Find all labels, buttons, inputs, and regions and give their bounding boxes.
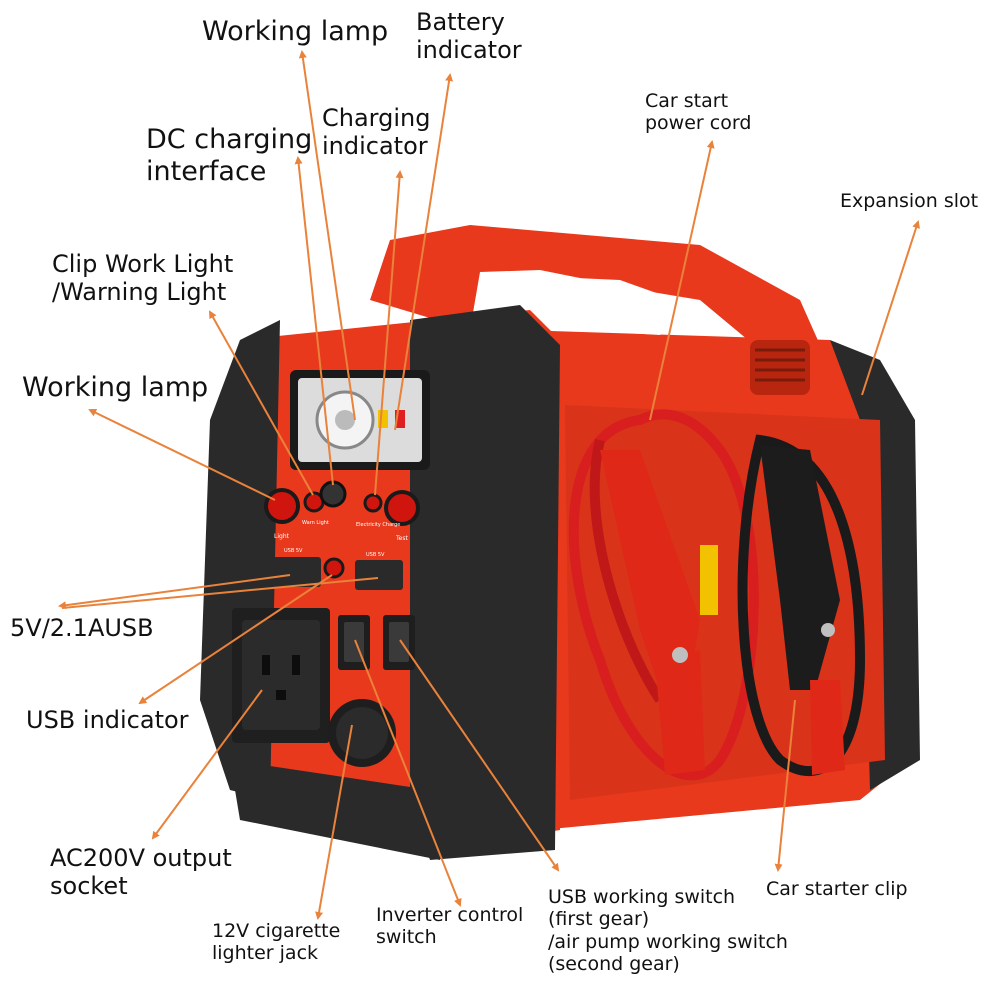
label-usb-indicator: USB indicator	[26, 706, 189, 734]
leader-car-start-cord	[649, 140, 715, 421]
label-clip-work-light: Clip Work Light /Warning Light	[52, 250, 234, 307]
leader-inverter-switch	[354, 639, 462, 907]
test-button[interactable]	[384, 490, 420, 526]
panel-text-test: Test	[395, 535, 408, 542]
leader-clip-work-light	[209, 310, 314, 496]
label-ac-output-socket: AC200V output socket	[50, 844, 232, 901]
expansion-slot-vent	[750, 340, 810, 395]
bottom-bumper	[230, 760, 440, 860]
label-expansion-slot: Expansion slot	[840, 190, 979, 212]
usb-port-left[interactable]	[273, 557, 321, 587]
car-starter-clip	[760, 445, 845, 775]
jump-starter-unit: Light Warn Light Electricity Charge Test…	[200, 225, 920, 860]
leader-usb-left	[58, 574, 291, 610]
usb-indicator-light	[323, 557, 345, 579]
working-lamp-window	[290, 370, 430, 470]
label-car-start-power-cord: Car start power cord	[645, 90, 752, 135]
label-inverter-control-switch: Inverter control switch	[376, 904, 524, 949]
panel-text-usb-right: USB 5V	[366, 552, 385, 558]
label-cigarette-lighter-jack: 12V cigarette lighter jack	[212, 920, 341, 965]
panel-text-warn-light: Warn Light	[302, 520, 329, 526]
leader-usb-switch	[399, 639, 560, 872]
label-usb-working-switch: USB working switch (first gear) /air pum…	[548, 886, 788, 976]
light-button[interactable]	[264, 488, 300, 524]
label-car-starter-clip: Car starter clip	[766, 878, 908, 900]
usb-port-right[interactable]	[355, 560, 403, 590]
leader-working-lamp-left	[88, 409, 276, 501]
leader-ac-socket	[151, 689, 263, 840]
label-working-lamp-left: Working lamp	[22, 372, 209, 403]
carry-handle	[370, 225, 820, 350]
label-battery-indicator: Battery indicator	[416, 8, 522, 65]
leader-usb-indicator	[138, 574, 333, 705]
leader-cigarette	[315, 724, 353, 920]
panel-text-usb-left: USB 5V	[284, 548, 303, 554]
front-right-bumper	[410, 305, 560, 860]
label-dc-charging-interface: DC charging interface	[146, 124, 313, 187]
car-start-power-cord	[568, 409, 759, 781]
control-panel: Light Warn Light Electricity Charge Test…	[232, 480, 420, 767]
panel-text-light: Light	[274, 533, 290, 540]
leader-dc-charging	[294, 156, 334, 486]
leader-battery-indicator	[394, 73, 454, 431]
leader-lines	[58, 50, 920, 920]
label-usb-5v: 5V/2.1AUSB	[10, 614, 154, 642]
label-working-lamp-top: Working lamp	[202, 16, 389, 47]
leader-working-lamp-top	[298, 50, 356, 421]
dc-charging-port[interactable]	[319, 480, 347, 508]
panel-text-electricity: Electricity Charge	[356, 522, 400, 528]
leader-usb-right	[61, 577, 379, 609]
leader-car-starter-clip	[774, 699, 796, 872]
leader-charging-indicator	[374, 170, 404, 496]
red-clip	[600, 450, 718, 775]
leader-expansion-slot	[861, 220, 920, 396]
charging-indicator-light	[363, 493, 383, 513]
label-charging-indicator: Charging indicator	[322, 104, 431, 161]
